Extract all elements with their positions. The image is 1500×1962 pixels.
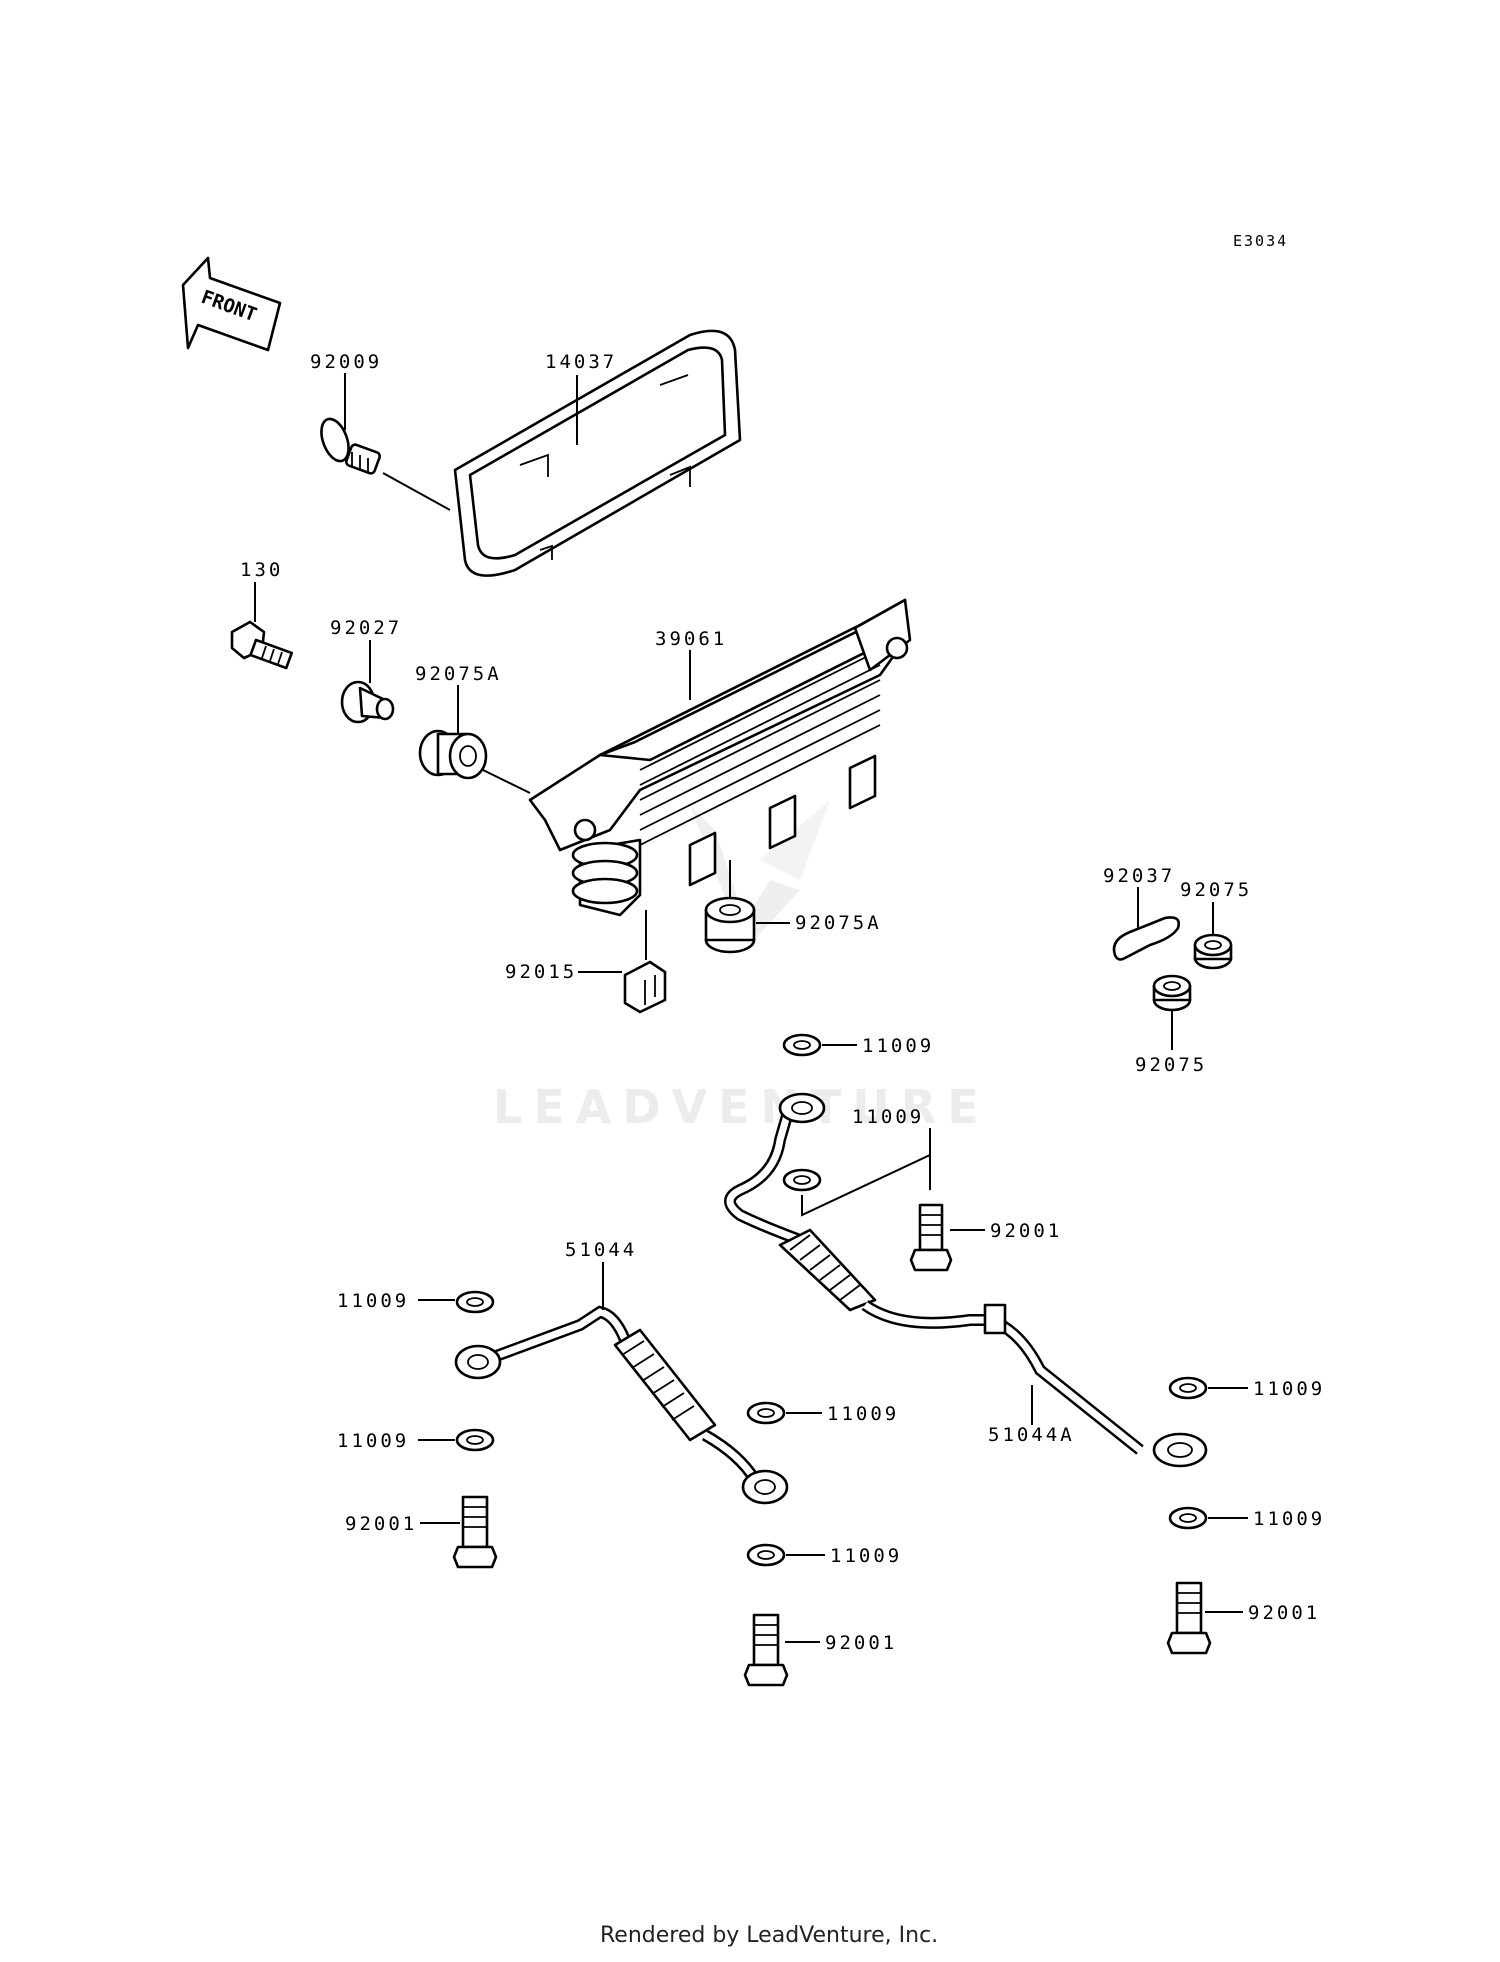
bolt-92001-b: [452, 1495, 498, 1569]
washer-11009-a: [782, 1033, 822, 1057]
label-92001-a: 92001: [990, 1220, 1062, 1242]
label-92001-c: 92001: [825, 1632, 897, 1654]
label-11009-a: 11009: [862, 1035, 934, 1057]
label-92001-d: 92001: [1248, 1602, 1320, 1624]
leader-92075A-left-b: [482, 769, 531, 794]
footer-text: Rendered by LeadVenture, Inc.: [600, 1923, 938, 1948]
washer-11009-g: [1168, 1376, 1208, 1400]
label-51044A: 51044A: [988, 1424, 1075, 1446]
cover-frame-14037: [453, 329, 742, 577]
bolt-130: [230, 620, 294, 670]
leader-11009-b: [801, 1153, 931, 1217]
label-92075-lower: 92075: [1135, 1054, 1207, 1076]
collar-92027: [340, 680, 395, 724]
label-51044: 51044: [565, 1239, 637, 1261]
bolt-92001-a: [909, 1203, 953, 1272]
label-92075-upper: 92075: [1180, 879, 1252, 901]
label-92075A-left: 92075A: [415, 663, 502, 685]
label-92037: 92037: [1103, 865, 1175, 887]
label-11009-d: 11009: [337, 1430, 409, 1452]
watermark-logo: [690, 800, 830, 950]
bolt-92001-d: [1166, 1581, 1212, 1655]
grommet-92075A-left: [418, 729, 488, 780]
label-92001-b: 92001: [345, 1513, 417, 1535]
bolt-92009: [320, 417, 382, 475]
washer-11009-h: [1168, 1506, 1208, 1530]
label-11009-f: 11009: [830, 1545, 902, 1567]
watermark-text: LEADVENTURE: [493, 1080, 990, 1134]
label-92075A-lower: 92075A: [795, 912, 882, 934]
washer-11009-e: [746, 1401, 786, 1425]
hose-51044: [454, 1305, 789, 1505]
label-11009-c: 11009: [337, 1290, 409, 1312]
diagram-code: E3034: [1233, 232, 1288, 250]
washer-11009-f: [746, 1543, 786, 1567]
oil-cooler-39061: [528, 598, 912, 917]
label-14037: 14037: [545, 351, 617, 373]
label-130: 130: [240, 559, 283, 581]
clip-92015: [623, 960, 667, 1014]
clamp-92037: [1112, 916, 1180, 961]
label-39061: 39061: [655, 628, 727, 650]
label-11009-g: 11009: [1253, 1378, 1325, 1400]
washer-11009-c: [455, 1290, 495, 1314]
grommet-92075A-lower: [704, 896, 756, 954]
label-11009-h: 11009: [1253, 1508, 1325, 1530]
hose-51044A: [724, 1092, 1208, 1468]
label-92027: 92027: [330, 617, 402, 639]
washer-11009-d: [455, 1428, 495, 1452]
grommet-92075-lower: [1152, 974, 1192, 1012]
grommet-92075-upper: [1193, 933, 1233, 970]
label-92015: 92015: [505, 961, 577, 983]
label-92009: 92009: [310, 351, 382, 373]
bolt-92001-c: [743, 1613, 789, 1687]
washer-11009-b: [782, 1168, 822, 1192]
leader-92009-b: [382, 472, 451, 511]
label-11009-e: 11009: [827, 1403, 899, 1425]
label-11009-b: 11009: [852, 1106, 924, 1128]
front-arrow-icon: FRONT: [181, 256, 282, 352]
